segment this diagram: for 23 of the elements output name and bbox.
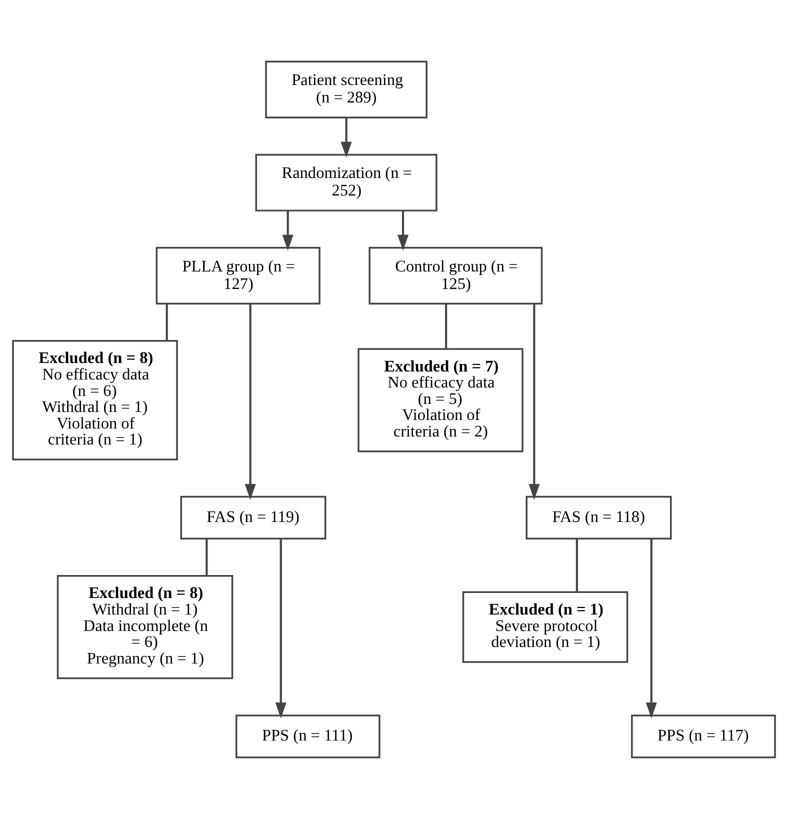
- arrow: [397, 210, 409, 250]
- connector: [206, 538, 208, 576]
- node-box: Excluded (n = 8) No efficacy data (n = 6) Withdral (n = 1) Violation of criteria (n = 1): [12, 339, 178, 460]
- node-box: Excluded (n = 8) Withdral (n = 1) Data incomplete (n = 6) Pregnancy (n = 1): [56, 574, 234, 679]
- node-box: Excluded (n = 1) Severe protocol deviation (n = 1): [462, 590, 628, 662]
- node-box: PPS (n = 111): [236, 714, 380, 758]
- arrow: [528, 303, 540, 500]
- node-box: PPS (n = 117): [631, 714, 776, 758]
- node-box: Randomization (n = 252): [255, 153, 438, 211]
- arrow: [340, 117, 352, 158]
- node-box: Control group (n = 125): [368, 246, 543, 304]
- arrow: [275, 538, 286, 718]
- node-box: Patient screening (n = 289): [265, 60, 428, 118]
- node-box: FAS (n = 119): [180, 495, 326, 539]
- arrow: [646, 538, 657, 718]
- connector: [576, 538, 578, 592]
- node-box: PLLA group (n = 127): [156, 246, 320, 304]
- node-box: Excluded (n = 7) No efficacy data (n = 5) Violation of criteria (n = 2): [358, 348, 524, 452]
- arrow: [244, 303, 256, 500]
- connector: [166, 303, 168, 340]
- arrow: [282, 210, 294, 250]
- node-box: FAS (n = 118): [526, 495, 672, 539]
- connector: [445, 303, 448, 348]
